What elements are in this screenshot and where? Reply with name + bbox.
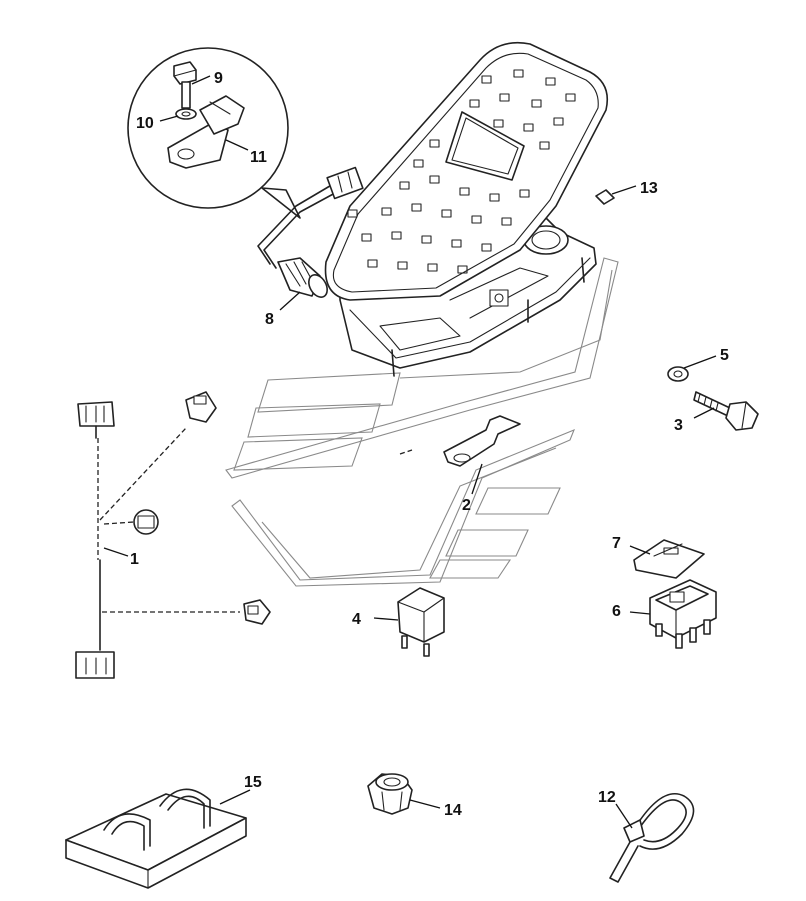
wiring-harness-icon [75,391,271,679]
bracket-clip-icon [167,95,245,169]
cable-tie-icon [609,793,695,883]
callout-2: 2 [462,497,471,514]
switch-cover-icon [633,539,705,579]
connector-cable [257,166,364,269]
washer-icon [175,108,197,120]
callout-10: 10 [136,115,154,132]
callout-14: 14 [444,802,462,819]
relay-icon [397,587,445,657]
connector-plug-icon [277,257,328,298]
callout-3: 3 [674,417,683,434]
pad-with-loops-icon [65,788,247,889]
callout-11: 11 [250,149,267,166]
callout-6: 6 [612,603,621,620]
screw-icon [173,61,197,109]
pedal-tread-pattern [347,69,576,274]
hex-bolt-icon [693,391,759,431]
washer-icon [667,366,689,382]
callout-15: 15 [244,774,262,791]
pin-icon [595,189,615,205]
callout-7: 7 [612,535,621,552]
callout-1: 1 [130,551,139,568]
accelerator-pedal-assembly [324,41,609,377]
callout-9: 9 [214,70,223,87]
callout-5: 5 [720,347,729,364]
lock-nut-icon [367,773,413,815]
rocker-switch-icon [649,579,717,649]
mounting-bracket-icon [399,415,521,467]
floor-panel-ghost [225,257,619,587]
callout-13: 13 [640,180,658,197]
callout-8: 8 [265,311,274,328]
callout-4: 4 [352,611,361,628]
detail-inset [127,47,301,219]
callout-12: 12 [598,789,616,806]
